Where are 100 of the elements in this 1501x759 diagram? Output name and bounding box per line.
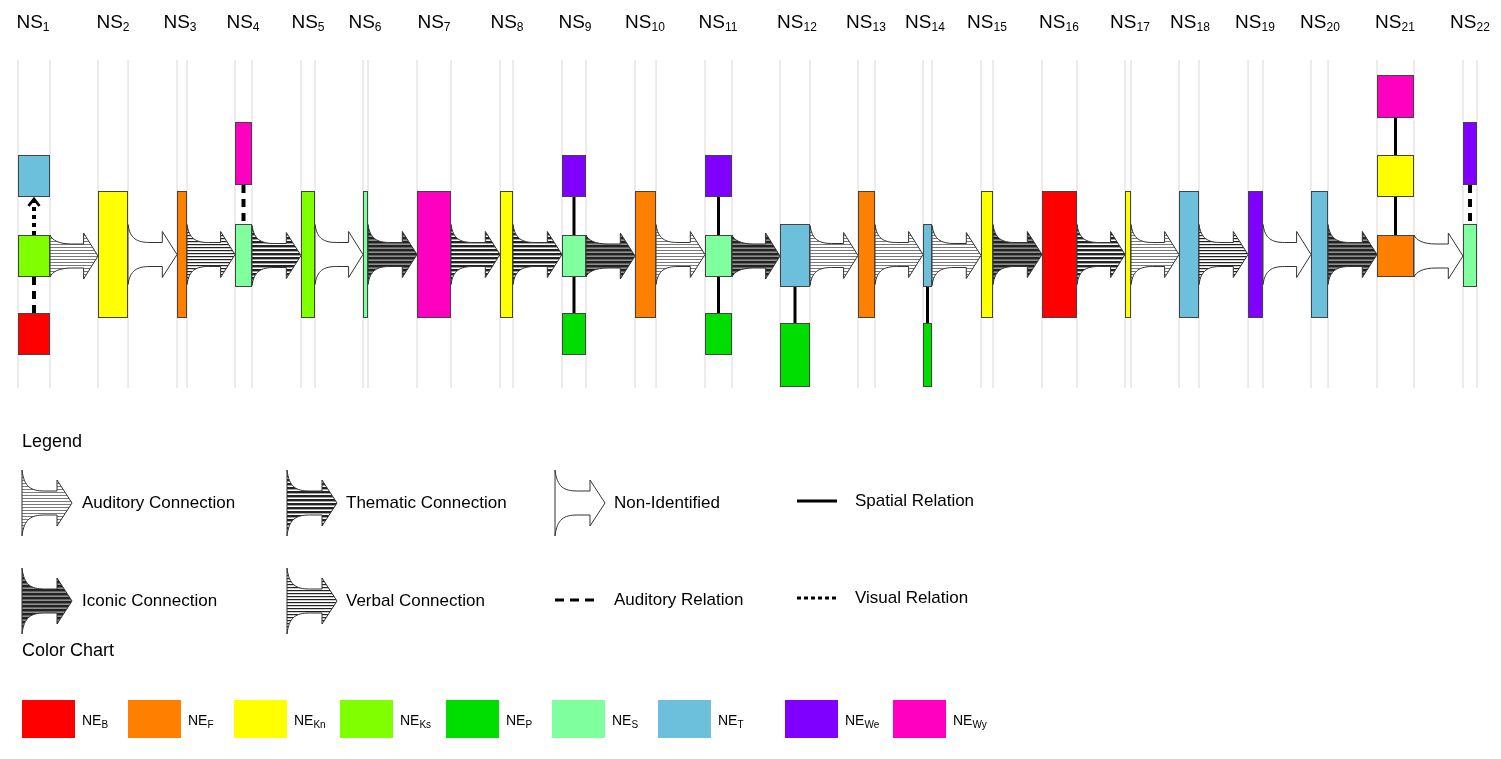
column-header: NS$_{16}$ <box>1039 12 1079 31</box>
relation-line <box>1394 118 1397 155</box>
color-box <box>981 191 993 318</box>
column-header: NS$_{4}$ <box>226 12 260 31</box>
column-header: NS$_{6}$ <box>348 12 382 31</box>
relation-line <box>1394 197 1397 235</box>
column-header: NS$_{9}$ <box>558 12 592 31</box>
color-box <box>1377 75 1414 118</box>
connection-arrow <box>1198 224 1249 285</box>
column-header: NS$_{17}$ <box>1110 12 1150 31</box>
color-box <box>562 155 586 197</box>
color-box <box>98 191 128 318</box>
color-box <box>1463 224 1477 287</box>
connection-arrow <box>809 225 859 286</box>
column-header: NS$_{19}$ <box>1235 12 1275 31</box>
relation-line <box>926 287 929 323</box>
connection-arrow <box>186 224 236 285</box>
relation-line <box>572 197 576 235</box>
color-box <box>1377 235 1414 277</box>
legend-text: Thematic Connection <box>346 494 507 511</box>
connection-arrow <box>1327 224 1378 285</box>
connection-arrow <box>931 225 982 286</box>
legend-text: NE$_{Kn}$ <box>294 713 326 727</box>
connection-arrow <box>367 224 418 285</box>
legend-text: Iconic Connection <box>82 592 218 609</box>
color-box <box>363 191 368 318</box>
color-box <box>562 313 586 355</box>
column-header: NS$_{20}$ <box>1300 12 1340 31</box>
legend-text: Auditory Relation <box>614 591 744 608</box>
connection-arrow <box>1130 224 1180 285</box>
color-box <box>1463 122 1477 185</box>
column-header: NS$_{15}$ <box>967 12 1007 31</box>
legend-text: NE$_{S}$ <box>612 713 639 727</box>
column-header: NS$_{22}$ <box>1450 12 1490 31</box>
color-box <box>562 235 586 277</box>
color-box <box>18 155 50 197</box>
legend-text: Non-Identified <box>614 494 720 511</box>
legend-text: Spatial Relation <box>855 492 975 509</box>
column-header: NS$_{1}$ <box>16 12 50 31</box>
section-title: Legend <box>22 432 83 450</box>
column-header: NS$_{18}$ <box>1170 12 1210 31</box>
column-header: NS$_{7}$ <box>417 12 451 31</box>
legend-text: NE$_{P}$ <box>506 713 533 727</box>
column-header: NS$_{8}$ <box>490 12 524 31</box>
connection-arrow <box>512 224 563 285</box>
connection-arrow <box>49 232 99 280</box>
color-box <box>235 122 252 185</box>
dashed-relation-line <box>1468 185 1472 224</box>
column-header: NS$_{21}$ <box>1375 12 1415 31</box>
color-box <box>923 224 932 287</box>
color-box <box>1311 191 1328 318</box>
dashed-relation-line <box>27 197 41 235</box>
connection-arrow <box>731 232 781 280</box>
color-box <box>780 224 810 287</box>
legend-text: Visual Relation <box>855 589 969 606</box>
color-box <box>705 155 732 197</box>
color-box <box>780 323 810 387</box>
legend-text: NE$_{We}$ <box>845 713 880 727</box>
legend-text: NE$_{T}$ <box>718 713 744 727</box>
connection-arrow <box>655 224 706 285</box>
color-box <box>1042 191 1077 318</box>
dashed-relation-line <box>32 277 36 313</box>
color-box <box>635 191 656 318</box>
connection-arrow <box>314 224 364 285</box>
color-box <box>923 323 932 387</box>
relation-line <box>717 197 720 235</box>
connection-arrow <box>127 224 178 285</box>
legend-text: NE$_{B}$ <box>82 713 109 727</box>
column-header: NS$_{5}$ <box>291 12 325 31</box>
legend-text: Verbal Connection <box>346 592 485 609</box>
connection-arrow <box>1413 232 1464 280</box>
column-header: NS$_{10}$ <box>625 12 665 31</box>
color-box <box>1377 155 1414 197</box>
connection-arrow <box>585 232 636 280</box>
color-box <box>18 235 50 277</box>
connection-arrow <box>1076 224 1126 285</box>
section-title: Color Chart <box>22 641 115 659</box>
connection-arrow <box>992 224 1043 285</box>
color-box <box>177 191 187 318</box>
dashed-relation-line <box>241 185 246 224</box>
column-header: NS$_{2}$ <box>96 12 130 31</box>
color-box <box>18 313 50 355</box>
column-header: NS$_{11}$ <box>698 12 738 31</box>
color-box <box>1125 191 1131 318</box>
connection-arrow <box>1262 224 1312 285</box>
relation-line <box>572 277 576 313</box>
color-box <box>705 313 732 355</box>
legend-text: Auditory Connection <box>82 494 236 511</box>
legend-text: NE$_{Ks}$ <box>400 713 432 727</box>
relation-line <box>717 277 720 313</box>
color-box <box>500 191 513 318</box>
column-header: NS$_{14}$ <box>905 12 945 31</box>
color-box <box>1248 191 1263 318</box>
column-header: NS$_{12}$ <box>777 12 817 31</box>
column-header: NS$_{3}$ <box>163 12 197 31</box>
color-box <box>705 235 732 277</box>
column-header: NS$_{13}$ <box>846 12 886 31</box>
connection-arrow <box>450 224 501 285</box>
legend-text: NE$_{F}$ <box>188 713 214 727</box>
connection-arrow <box>874 224 924 285</box>
